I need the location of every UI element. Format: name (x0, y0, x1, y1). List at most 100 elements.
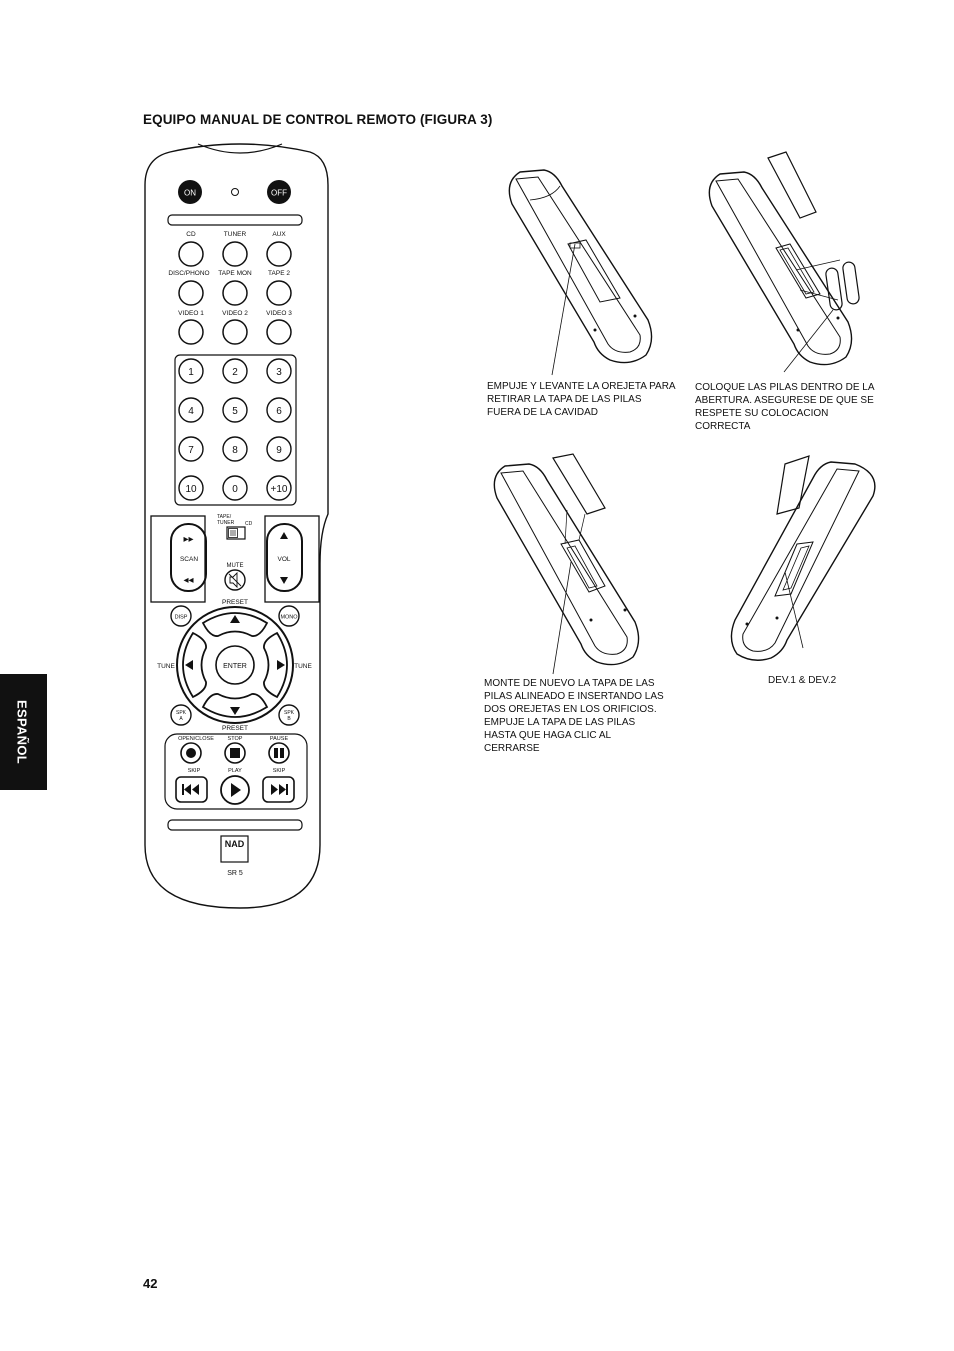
language-side-tab: ESPAÑOL (0, 674, 47, 790)
label-tuner: TUNER (224, 231, 247, 238)
key-5[interactable] (222, 397, 248, 423)
tune-left-label: TUNE (157, 663, 175, 670)
divider-bar-top (167, 214, 303, 226)
skip-left-label: SKIP (188, 768, 201, 774)
pause-button[interactable] (268, 742, 290, 764)
enter-button[interactable]: ENTER (215, 645, 255, 685)
nav-ring-outer (176, 606, 294, 724)
label-disc-phono: DISC/PHONO (168, 270, 209, 277)
svg-text:SPK: SPK (176, 710, 187, 716)
off-button[interactable]: OFF (267, 180, 291, 204)
video-3-button[interactable] (266, 319, 292, 345)
open-close-button[interactable] (180, 742, 202, 764)
label-cd: CD (186, 231, 196, 238)
key-label: 7 (188, 445, 194, 456)
key-label: 2 (232, 367, 238, 378)
scan-button[interactable]: ▸▸ ◂◂ (170, 523, 207, 592)
disp-button[interactable]: DISP (170, 605, 192, 627)
video-1-button[interactable] (178, 319, 204, 345)
key-10[interactable] (178, 475, 204, 501)
tape-mon-button[interactable] (222, 280, 248, 306)
play-icon (231, 783, 241, 797)
skip-forward-button[interactable] (262, 776, 295, 803)
model-label: SR 5 (227, 870, 243, 877)
tape-label: TAPE/ (217, 514, 232, 520)
key-9[interactable] (266, 436, 292, 462)
stop-button[interactable] (224, 742, 246, 764)
preset-label-bottom: PRESET (222, 725, 248, 732)
mono-button[interactable]: MONO (278, 605, 300, 627)
divider-bar-bottom (167, 819, 303, 831)
label-tape-2: TAPE 2 (268, 270, 290, 277)
svg-text:NAD: NAD (225, 839, 245, 849)
preset-down-button[interactable] (201, 693, 269, 718)
preset-up-button[interactable] (201, 612, 269, 637)
spk-a-button[interactable]: SPK A (170, 704, 192, 726)
play-button[interactable] (220, 775, 250, 805)
mute-button[interactable] (224, 569, 246, 591)
svg-text:A: A (179, 716, 183, 722)
svg-text:OFF: OFF (271, 189, 287, 198)
caption-step-3: MONTE DE NUEVO LA TAPA DE LAS PILAS ALIN… (484, 678, 664, 754)
key-0[interactable] (222, 475, 248, 501)
nad-logo: NAD (220, 835, 249, 863)
side-tab-label: ESPAÑOL (14, 700, 30, 764)
key-label: 1 (188, 367, 194, 378)
device-slide-switch[interactable] (226, 526, 246, 540)
key-label: 5 (232, 406, 238, 417)
svg-text:B: B (287, 716, 291, 722)
play-label: PLAY (228, 768, 242, 774)
tune-left-button[interactable] (182, 631, 207, 699)
caption-step-2: COLOQUE LAS PILAS DENTRO DE LA ABERTURA.… (695, 382, 874, 432)
key-plus10[interactable] (266, 475, 292, 501)
remote-control-figure: ON OFF CD TUNER AUX DISC/PHONO TAPE MON … (144, 143, 329, 909)
page-title: EQUIPO MANUAL DE CONTROL REMOTO (FIGURA … (143, 112, 493, 127)
page-number: 42 (143, 1276, 158, 1291)
skip-back-button[interactable] (175, 776, 208, 803)
illustration-dev-switch (730, 455, 876, 661)
svg-text:SPK: SPK (284, 710, 295, 716)
pause-icon (274, 748, 278, 758)
record-dot-icon (186, 748, 196, 758)
key-label: 10 (185, 484, 197, 495)
key-2[interactable] (222, 358, 248, 384)
scan-label: SCAN (180, 556, 198, 563)
stop-label: STOP (228, 736, 243, 742)
tape-2-button[interactable] (266, 280, 292, 306)
key-8[interactable] (222, 436, 248, 462)
key-6[interactable] (266, 397, 292, 423)
stop-icon (230, 748, 240, 758)
key-label: 9 (276, 445, 282, 456)
disc-phono-button[interactable] (178, 280, 204, 306)
svg-text:ON: ON (184, 189, 196, 198)
illustration-replace-cover (493, 453, 640, 675)
cd-switch-label: CD (245, 521, 253, 527)
key-7[interactable] (178, 436, 204, 462)
label-video-2: VIDEO 2 (222, 310, 248, 317)
transport-frame (164, 733, 308, 810)
on-button[interactable]: ON (178, 180, 202, 204)
label-video-1: VIDEO 1 (178, 310, 204, 317)
open-close-label: OPEN/CLOSE (178, 736, 214, 742)
spk-b-button[interactable]: SPK B (278, 704, 300, 726)
key-label: 8 (232, 445, 238, 456)
key-label: +10 (271, 484, 288, 495)
tuner-button[interactable] (222, 241, 248, 267)
svg-text:DISP: DISP (175, 615, 188, 621)
key-4[interactable] (178, 397, 204, 423)
mute-label: MUTE (227, 563, 244, 569)
key-3[interactable] (266, 358, 292, 384)
aux-button[interactable] (266, 241, 292, 267)
caption-step-4: DEV.1 & DEV.2 (768, 675, 837, 686)
skip-right-label: SKIP (273, 768, 286, 774)
tuner-label: TUNER (217, 520, 235, 526)
vol-label: VOL (277, 556, 290, 563)
label-tape-mon: TAPE MON (218, 270, 252, 277)
svg-text:MONO: MONO (280, 615, 298, 621)
vol-button[interactable] (266, 523, 303, 592)
cd-button[interactable] (178, 241, 204, 267)
video-2-button[interactable] (222, 319, 248, 345)
key-1[interactable] (178, 358, 204, 384)
tune-right-button[interactable] (263, 631, 288, 699)
